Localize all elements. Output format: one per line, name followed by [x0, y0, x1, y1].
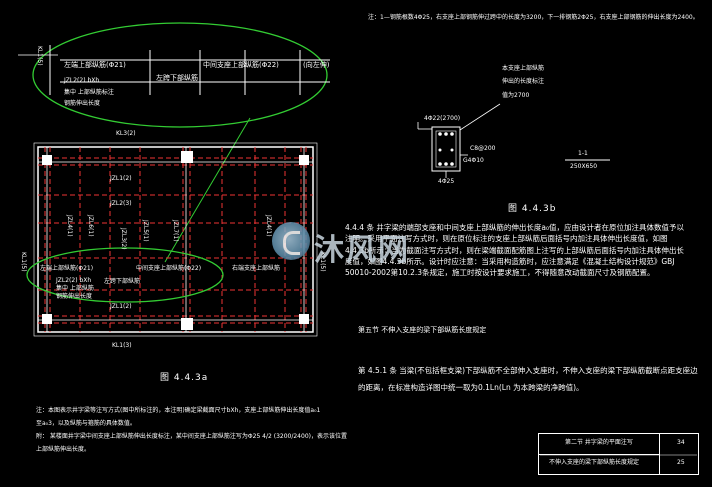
title-line-2: 不伸入支座的梁下部纵筋长度规定 — [549, 459, 640, 466]
callout-mid-top: 中间支座上部纵筋(Φ22) — [203, 61, 279, 69]
bottom-note-4: 上部纵筋伸出长度。 — [36, 446, 91, 453]
plan-jzl-5: JZL5(1) — [142, 220, 149, 242]
plan-kl1-right: KL1(5) — [319, 252, 326, 272]
bottom-note-3: 附： 某楼面井字梁中间支座上部纵筋伸出长度标注，某中间支座上部纵筋注写为Φ25 … — [36, 433, 347, 440]
section-bottom-bar: 4Φ25 — [438, 178, 455, 185]
plan-sub-jzl: JZL2(2) bXh — [56, 277, 92, 284]
callout-ellipse-plan — [26, 247, 224, 303]
plan-sub-note1: 集中 上部纵筋 — [56, 285, 94, 292]
plan-sub-note2: 钢筋伸出长度 — [56, 293, 93, 300]
fig-a-caption: 图 4.4.3a — [160, 373, 209, 383]
section-top-bar: 4Φ22(2700) — [424, 115, 461, 122]
plan-jzl-3: JZL3(2) — [120, 228, 127, 250]
section-detail — [417, 103, 610, 178]
paragraph-4-4-4: 4.4.4 条 井字梁的端部支座和中间支座上部纵筋的伸出长度a₀值，应由设计者在… — [345, 223, 684, 277]
title-block: 第二节 井字梁的平面注写 不伸入支座的梁下部纵筋长度规定 34 25 — [538, 433, 699, 475]
plan-jzl-2: JZL2(3) — [110, 200, 132, 207]
title-line-1: 第二节 井字梁的平面注写 — [565, 439, 633, 446]
callout-note2: 钢筋伸出长度 — [64, 100, 101, 107]
plan-kl1-left: KL1(5) — [20, 252, 27, 272]
callout-leader — [164, 117, 251, 263]
plan-jzl-1: JZL1(2) — [110, 175, 132, 182]
watermark-logo-icon — [272, 222, 310, 260]
bottom-note-1: 注：本图表示井字梁等注写方式(图中所标注的，本注明)确定梁截面尺寸bXh，支座上… — [36, 407, 321, 414]
plan-sub-mid: 中间支座上部纵筋(Φ22) — [136, 265, 202, 272]
title-page-b: 25 — [677, 459, 685, 466]
plan-jzl-7: JZL7(1) — [172, 220, 179, 242]
section-note-b: 伸出的长度标注 — [502, 78, 545, 85]
section5-title: 第五节 不伸入支座的梁下部纵筋长度规定 — [358, 326, 487, 334]
title-page-a: 34 — [677, 439, 685, 446]
plan-jzl-4b: JZL4(1) — [265, 215, 272, 237]
section-note-a: 本支座上部纵筋 — [502, 65, 545, 72]
plan-sub-bottom: 左跨下部纵筋 — [104, 278, 141, 285]
plan-sub-left: 左端上部纵筋(Φ21) — [40, 265, 94, 272]
bottom-note-2: 至a₀3，以及纵筋与箍筋的具体数值。 — [36, 420, 136, 427]
plan-jzl-under: JZL1(2) — [110, 303, 132, 310]
section-note-c: 值为2700 — [502, 92, 530, 99]
plan-kl3: KL3(2) — [116, 130, 136, 137]
section-side: C8@200 — [470, 145, 496, 152]
section-size: 250X650 — [570, 163, 598, 170]
callout-note1: 集中 上部纵筋标注 — [64, 89, 114, 96]
watermark-text: 沐风网 — [314, 233, 410, 268]
fig-b-caption: 图 4.4.3b — [508, 204, 557, 214]
plan-jzl-4a: JZL4(1) — [66, 215, 73, 237]
section-label: 1-1 — [578, 150, 588, 157]
plan-jzl-6: JZL6(1) — [87, 215, 94, 237]
callout-ellipse-top — [32, 22, 328, 128]
callout-jzl: JZL2(2) bXh — [64, 77, 100, 84]
callout-kl-label: KL1(5) — [36, 46, 43, 66]
paragraph-4-5-1: 第 4.5.1 条 当梁(不包括框支梁)下部纵筋不全部伸入支座时，不伸入支座的梁… — [358, 366, 698, 393]
callout-end-top: 左端上部纵筋(Φ21) — [64, 61, 126, 69]
top-note: 注：1—钢筋根数4Φ25，右支座上部钢筋伸过跨中的长度为3200，下一排钢筋2Φ… — [368, 14, 699, 21]
plan-sub-right: 右端支座上部纵筋 — [232, 265, 281, 272]
watermark: 沐风网 — [272, 222, 422, 268]
callout-bottom: 左跨下部纵筋 — [156, 74, 198, 82]
callout-right: (向左伸) — [303, 61, 330, 69]
plan-kl1-bottom: KL1(3) — [112, 342, 132, 349]
section-g-bar: G4Φ10 — [463, 157, 484, 164]
